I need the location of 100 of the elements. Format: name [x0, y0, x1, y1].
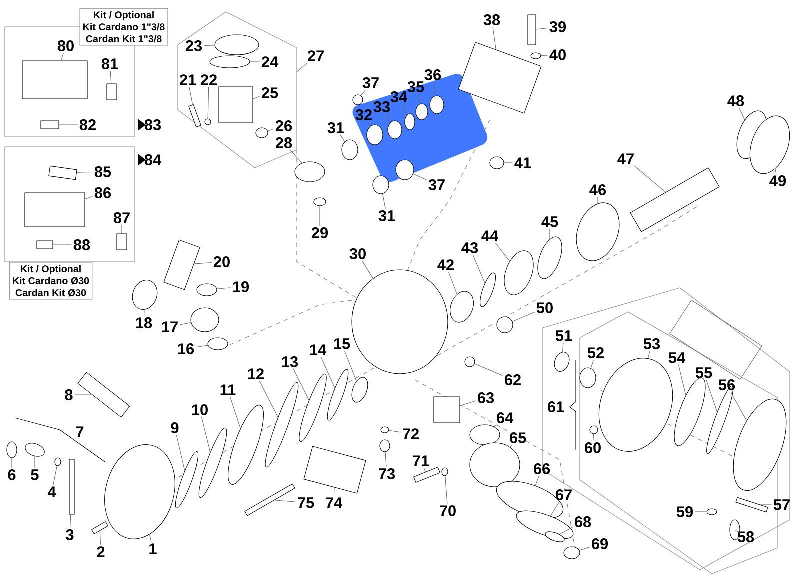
leader-line	[53, 244, 72, 246]
pump-part	[342, 140, 358, 160]
callout-number: 12	[248, 368, 264, 380]
leader-line	[504, 162, 513, 164]
leader-line	[344, 350, 357, 382]
pump-part	[352, 377, 368, 403]
pump-part	[304, 446, 366, 494]
leader-line	[706, 380, 718, 412]
leader-line	[424, 468, 426, 472]
leader-line	[472, 254, 486, 284]
callout-number: 37	[428, 180, 445, 190]
pump-part	[265, 382, 299, 468]
leader-line	[413, 174, 427, 180]
pump-part	[352, 94, 364, 106]
callout-number: 84	[144, 154, 162, 166]
callout-number: 72	[403, 428, 419, 440]
tag-box	[670, 300, 762, 380]
callout-number: 68	[574, 516, 592, 528]
callout-number: 63	[478, 392, 494, 404]
leader-line	[541, 55, 548, 56]
leader-line	[196, 345, 208, 348]
leader-line	[562, 342, 564, 352]
pump-part	[530, 52, 542, 60]
pump-part	[175, 452, 199, 508]
pump-part	[538, 236, 562, 280]
pump-part	[366, 124, 384, 146]
leader-line	[512, 312, 535, 322]
pump-part	[299, 374, 327, 442]
pump-part	[164, 240, 200, 290]
callout-number: 42	[438, 260, 454, 270]
leader-line	[448, 272, 458, 295]
pump-part	[208, 338, 228, 350]
leader-line	[388, 430, 401, 433]
callout-number: 9	[171, 422, 179, 434]
pump-part	[92, 522, 108, 534]
pump-part	[78, 372, 130, 418]
leader-line	[194, 262, 212, 264]
pump-part	[188, 104, 202, 128]
callout-number: 85	[94, 166, 112, 178]
callout-number: 88	[74, 240, 90, 250]
callout-number: 31	[328, 122, 344, 134]
callout-number: 38	[484, 14, 500, 26]
callout-number: 74	[326, 498, 342, 508]
pump-part	[204, 118, 212, 126]
pump-part	[132, 280, 158, 310]
callout-number: 10	[192, 404, 208, 416]
leader-line	[559, 527, 573, 535]
leader-line	[60, 52, 64, 61]
leader-line	[320, 356, 336, 388]
leader-line	[775, 168, 777, 174]
leader-line	[293, 368, 310, 401]
leader-line	[460, 400, 476, 406]
pump-part	[528, 14, 536, 46]
pump-part	[545, 532, 565, 542]
leader-line	[510, 444, 512, 448]
pump-part	[228, 405, 264, 485]
callout-number: 4	[48, 486, 56, 498]
pump-part	[190, 308, 220, 332]
pump-part	[54, 458, 62, 466]
leader-line	[382, 194, 386, 210]
pump-part	[404, 114, 416, 130]
leader-line	[180, 322, 192, 326]
callout-number: 18	[136, 318, 152, 328]
callout-number: 47	[618, 154, 634, 164]
pump-part	[750, 116, 790, 174]
callout-number: 83	[144, 120, 162, 130]
leader-line	[216, 288, 231, 290]
callout-number: 8	[65, 390, 73, 400]
pump-part	[430, 96, 444, 114]
callout-number: 82	[80, 120, 96, 130]
leader-line	[296, 62, 308, 72]
callout-number: 14	[310, 344, 326, 356]
leader-line	[201, 416, 211, 453]
pump-part	[69, 459, 75, 515]
pump-part	[40, 120, 60, 130]
callout-number: 58	[738, 532, 754, 542]
leader-line	[536, 28, 548, 30]
callout-number: 20	[214, 256, 230, 268]
callout-number: 45	[542, 216, 558, 228]
callout-number: 65	[510, 432, 526, 444]
callout-number: 5	[31, 470, 39, 480]
leader-line	[74, 394, 92, 396]
callout-number: 16	[178, 344, 194, 354]
pump-part	[244, 484, 296, 516]
pump-part	[416, 104, 428, 120]
callout-number: 30	[350, 248, 366, 260]
leader-line	[385, 452, 387, 468]
pump-part	[674, 378, 706, 446]
callout-number: 73	[379, 468, 396, 480]
pump-part	[116, 234, 128, 250]
callout-number: 25	[262, 88, 278, 98]
leader-line	[550, 502, 560, 516]
leader-line	[290, 150, 302, 164]
callout-number: 55	[696, 368, 712, 378]
callout-number: 41	[514, 158, 532, 168]
pump-part	[576, 202, 620, 262]
leader-line	[648, 350, 650, 359]
callout-number: 3	[66, 530, 74, 540]
leader-line	[360, 90, 366, 96]
leader-line	[76, 172, 93, 173]
